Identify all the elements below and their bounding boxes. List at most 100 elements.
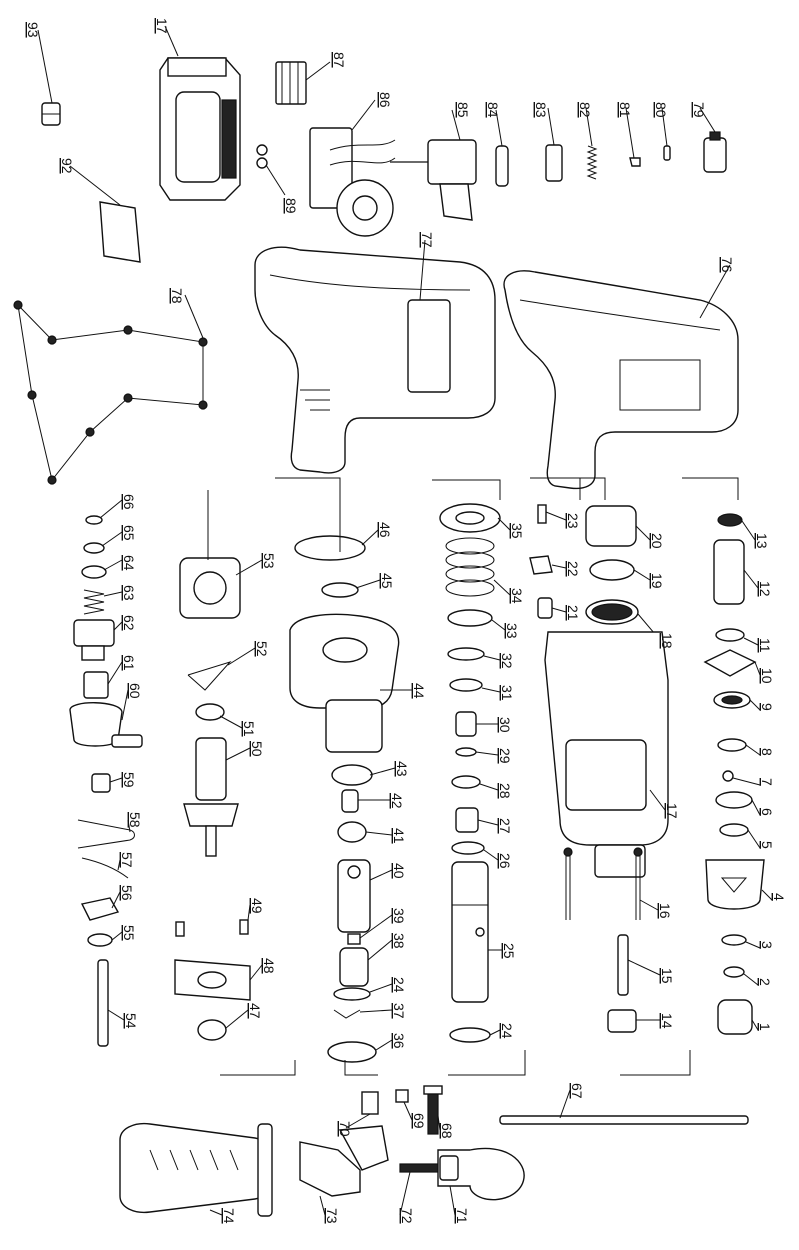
part-label-17b: 17 (664, 803, 680, 819)
part-label-4: 4 (771, 893, 787, 901)
part-label-85: 85 (455, 102, 471, 118)
part-85-switch (390, 109, 477, 221)
part-89-screws (256, 144, 286, 196)
part-label-19: 19 (649, 573, 665, 589)
part-label-54: 54 (123, 1013, 139, 1029)
part-label-86: 86 (377, 92, 393, 108)
part-label-50: 50 (249, 741, 265, 757)
part-40-piston (337, 859, 393, 933)
part-label-67: 67 (569, 1083, 585, 1099)
part-label-52: 52 (254, 641, 270, 657)
part-label-56: 56 (119, 885, 135, 901)
part-label-43: 43 (394, 761, 410, 777)
part-label-47: 47 (247, 1003, 263, 1019)
group-bracket-b (432, 479, 501, 500)
part-29-washer (455, 747, 499, 757)
part-22-clip (529, 555, 567, 575)
part-label-51: 51 (241, 721, 257, 737)
part-7-ball (722, 770, 761, 786)
part-label-16: 16 (657, 903, 673, 919)
part-label-24b: 24 (499, 1023, 515, 1039)
group-bracket-e (220, 1060, 296, 1076)
group-bracket-h (620, 1050, 691, 1076)
part-78-screw-set (13, 294, 208, 485)
part-51-bearing (195, 703, 243, 729)
group-bracket-g (448, 1050, 526, 1076)
group-bracket-a (275, 477, 341, 552)
part-label-68: 68 (439, 1123, 455, 1139)
part-31-ring (449, 678, 501, 693)
part-label-92: 92 (59, 158, 75, 174)
part-81-lever (625, 107, 641, 167)
part-label-38: 38 (391, 933, 407, 949)
part-66-washer (85, 499, 123, 525)
part-56-switch-lever (80, 891, 121, 921)
part-label-69: 69 (411, 1113, 427, 1129)
part-83-sleeve (545, 107, 563, 182)
part-label-73: 73 (324, 1208, 340, 1224)
part-77-left-housing (254, 239, 496, 474)
part-15-shaft (617, 934, 661, 996)
part-35-gear (439, 503, 511, 533)
part-84-cover (495, 109, 509, 187)
part-24-o-ring-lower (449, 1027, 501, 1043)
part-30-bushing (455, 711, 498, 737)
part-69-nut (395, 1089, 413, 1121)
part-label-87: 87 (331, 52, 347, 68)
part-label-25: 25 (501, 943, 517, 959)
part-93-nut (37, 29, 61, 126)
part-41-bearing (337, 821, 393, 843)
part-label-84: 84 (485, 102, 501, 118)
part-48-plate (174, 959, 263, 1001)
part-3-ring (721, 934, 761, 949)
part-13-cap (717, 513, 756, 541)
part-label-27: 27 (497, 818, 513, 834)
part-65-washer (83, 531, 123, 554)
part-5-ring (719, 823, 761, 849)
part-79-connector (699, 107, 727, 173)
part-24-o-ring-upper (333, 983, 393, 1001)
part-label-11: 11 (757, 638, 773, 653)
part-label-60: 60 (127, 683, 143, 699)
part-label-82: 82 (577, 102, 593, 118)
part-label-23: 23 (565, 513, 581, 529)
part-71-band (437, 1147, 525, 1216)
part-label-55: 55 (121, 925, 137, 941)
part-12-spindle (713, 539, 759, 605)
part-label-76: 76 (719, 257, 735, 273)
part-47-bearing (197, 1009, 249, 1041)
part-87-switch-board (275, 61, 331, 105)
part-label-36: 36 (391, 1033, 407, 1049)
part-label-12: 12 (757, 581, 773, 597)
part-36-ring (327, 1039, 393, 1063)
part-17-front-housing (544, 631, 669, 878)
part-label-44: 44 (411, 683, 427, 699)
part-label-42: 42 (389, 793, 405, 809)
part-label-26: 26 (497, 853, 513, 869)
part-label-28: 28 (497, 783, 513, 799)
part-86-control-board (309, 99, 396, 237)
part-label-71: 71 (454, 1208, 470, 1224)
part-70-block (345, 1091, 379, 1129)
part-label-20: 20 (649, 533, 665, 549)
part-14-bushing (607, 1009, 660, 1033)
part-label-18: 18 (659, 633, 675, 649)
part-label-37: 37 (391, 1003, 407, 1019)
part-2-ring (723, 966, 759, 986)
part-20-tube (579, 478, 651, 547)
part-label-5: 5 (759, 841, 775, 849)
part-57-spring-clip (81, 857, 129, 879)
part-label-17: 17 (154, 18, 170, 34)
part-label-9: 9 (759, 703, 775, 711)
part-11-ring (715, 628, 759, 646)
part-60-clutch (69, 689, 143, 748)
part-label-30: 30 (497, 717, 513, 733)
part-label-22: 22 (565, 561, 581, 577)
part-68-screw (423, 1085, 443, 1135)
group-bracket-c (530, 477, 606, 500)
part-label-6: 6 (759, 808, 775, 816)
part-label-41: 41 (391, 828, 407, 844)
part-label-74: 74 (221, 1208, 237, 1224)
part-42-pin (341, 789, 390, 813)
